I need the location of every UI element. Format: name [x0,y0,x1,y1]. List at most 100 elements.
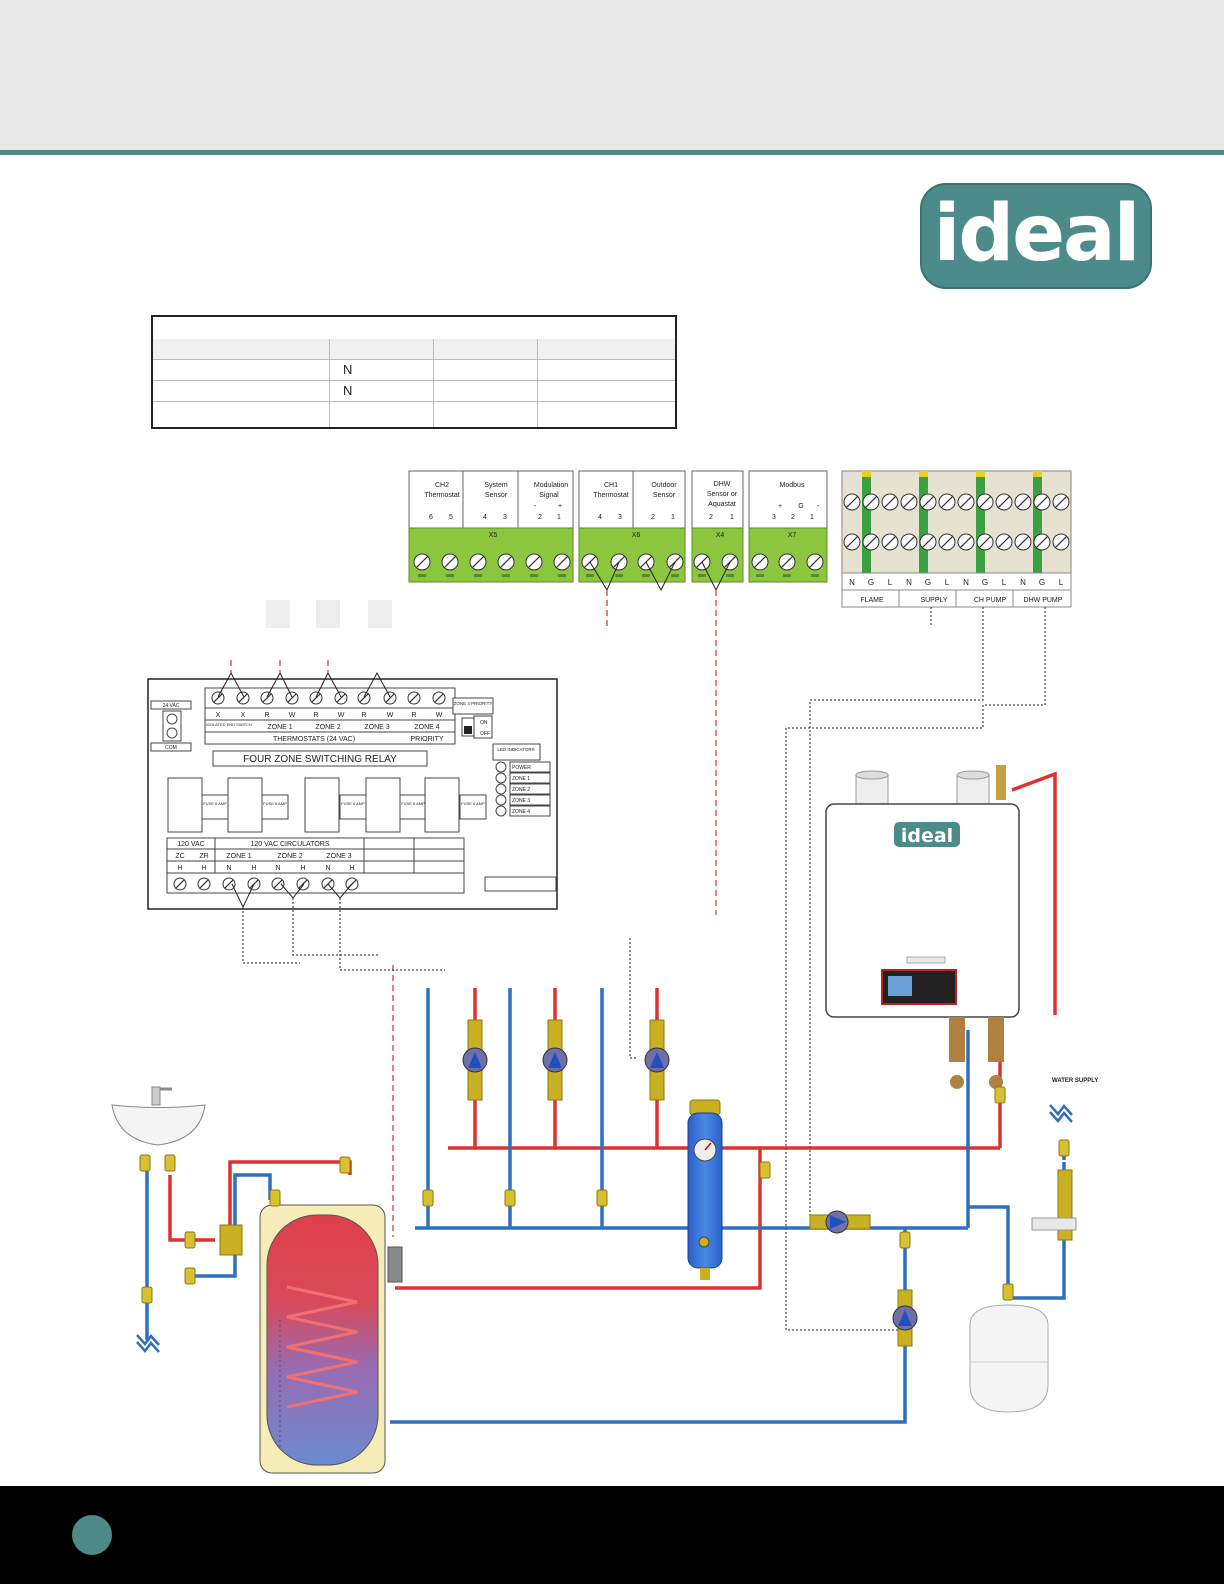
relay-top-pin: R [264,712,269,719]
screw-slot [238,693,248,703]
svg-text:2: 2 [709,514,713,521]
screw-slot [997,495,1011,509]
low-voltage-screws [413,553,824,577]
relay-zone4-top: ZONE 4 [414,724,439,731]
terminal-tab [446,574,454,577]
led-label-box [509,772,551,784]
relay-zone2-top: ZONE 2 [315,724,340,731]
table-cell: N [343,383,353,398]
screw-slot [1035,495,1049,509]
valve-icon [184,1231,196,1249]
relay-bottom-pin: H [251,865,256,872]
terminal-tab [615,574,623,577]
screw-slot [902,535,916,549]
screw-slot [434,693,444,703]
screw-slot [527,555,541,569]
relay-120vac: 120 VAC [177,841,205,848]
svg-text:Signal: Signal [539,492,559,499]
led-label: ZONE 1 [512,776,530,782]
svg-text:4: 4 [483,514,487,521]
screw-slot [409,693,419,703]
header-rule [0,150,1224,155]
terminal-tab [671,574,679,577]
relay-top-pin: X [216,712,221,719]
fuse-label: FUSE 6 AMP [401,801,425,806]
power-pin-label: N [849,578,855,587]
screw-slot [298,879,308,889]
relay-circulators: 120 VAC CIRCULATORS [251,841,330,848]
screw-slot [978,495,992,509]
power-pin-label: L [1002,578,1007,587]
screw-slot [940,535,954,549]
svg-text:Thermostat: Thermostat [593,492,628,499]
svg-text:3: 3 [772,514,776,521]
valve-icon [994,1086,1006,1104]
screw-slot [883,535,897,549]
svg-text:-: - [534,503,537,510]
relay-coil [424,777,460,833]
fuse-label: FUSE 6 AMP [341,801,365,806]
fuse-label: FUSE 6 AMP [263,801,287,806]
screw-slot [311,693,321,703]
screw-slot [443,555,457,569]
valve-icon [139,1154,151,1172]
terminal-tab [586,574,594,577]
valve-icon [899,1231,911,1249]
power-group-flame: FLAME [860,597,884,604]
page-number-badge [72,1515,112,1555]
indirect-water-heater [259,1204,403,1474]
screw-slot [471,555,485,569]
terminal-tab [726,574,734,577]
screw-slot [1054,495,1068,509]
screw-slot [864,535,878,549]
relay-bottom-pin: H [300,865,305,872]
spec-table: N N [151,315,677,429]
table-cell: N [343,362,353,377]
power-pin-label: N [963,578,969,587]
svg-text:Aquastat: Aquastat [708,501,736,508]
terminal-tab [530,574,538,577]
ideal-logo: ideal [920,183,1152,289]
svg-text:Thermostat: Thermostat [424,492,459,499]
svg-text:+: + [778,503,782,510]
relay-zone4-priority: ZONE 4 PRIORITY [454,701,493,706]
svg-text:Sensor: Sensor [485,492,508,499]
relay-zone1-top: ZONE 1 [267,724,292,731]
valve-icon [504,1189,516,1207]
page-footer [0,1486,1224,1584]
svg-text:6: 6 [429,514,433,521]
power-pin-label: L [888,578,893,587]
screw-slot [845,495,859,509]
screw-slot [1016,535,1030,549]
relay-bottom-zone: ZR [199,853,208,860]
relay-bottom-pin: H [177,865,182,872]
screw-slot [921,495,935,509]
relay-switch-on: ON [480,720,488,726]
svg-text:Outdoor: Outdoor [651,482,677,489]
relay-bottom-pin: H [201,865,206,872]
relay-bottom-zone: ZONE 1 [226,853,251,860]
logo-dot [942,201,952,211]
relay-coil [365,777,401,833]
terminal-label-outdoor-sensor: Outdoor Sensor 2 1 [651,482,677,521]
terminal-tab [783,574,791,577]
boiler: ideal [825,765,1020,1089]
fuse [201,794,229,820]
svg-text:CH1: CH1 [604,482,618,489]
led-label-box [509,761,551,773]
boiler-logo-text: ideal [901,825,953,847]
relay-top-pin: W [387,712,394,719]
relay-24vac: 24 VAC [163,703,180,709]
screw-slot [336,693,346,703]
screw-slot [415,555,429,569]
relay-coil [227,777,263,833]
fuse [399,794,427,820]
connector-label-x5: X5 [489,532,498,539]
screw-slot [1016,495,1030,509]
screw-slot [845,535,859,549]
power-group-dhw-pump: DHW PUMP [1024,597,1063,604]
terminal-tab [698,574,706,577]
water-supply-icon [1049,1104,1073,1123]
fuse [339,794,367,820]
screw-slot [902,495,916,509]
